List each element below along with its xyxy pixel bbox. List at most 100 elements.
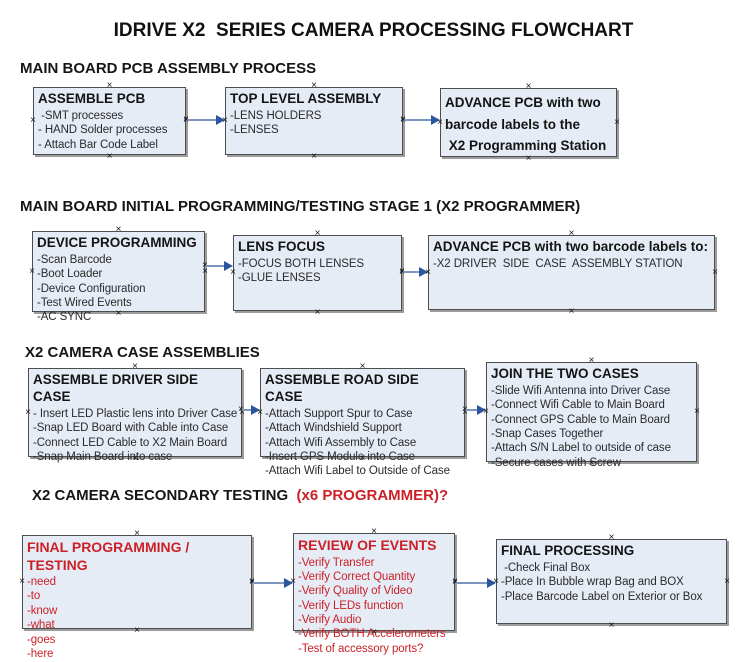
box-title: JOIN THE TWO CASES [491, 366, 639, 381]
connection-handle-icon [608, 534, 616, 542]
connection-handle-icon [310, 153, 318, 161]
box-items: - Insert LED Plastic lens into Driver Ca… [33, 407, 237, 465]
box-item: -Verify Audio [298, 614, 362, 626]
arrow-head-icon [216, 115, 225, 125]
box-item: - Insert LED Plastic lens into Driver Ca… [33, 407, 238, 420]
connection-handle-icon [28, 268, 36, 276]
box-item: -Attach Windshield Support [265, 422, 402, 435]
box-item: -Snap Cases Together [491, 428, 604, 440]
box-item: -Verify Transfer [298, 556, 375, 569]
box-item: -GLUE LENSES [238, 272, 321, 285]
box-item: -Attach S/N Label to outside of case [491, 442, 671, 455]
box-items: -LENS HOLDERS-LENSES [230, 109, 398, 138]
box-items: -X2 DRIVER SIDE CASE ASSEMBLY STATION [433, 257, 710, 271]
box-items: -SMT processes - HAND Solder processes- A… [38, 109, 181, 152]
box-item: -AC SYNC [37, 311, 92, 324]
flow-arrow [403, 267, 428, 277]
flow-box-assemble-pcb: ASSEMBLE PCB -SMT processes - HAND Solder… [33, 87, 186, 155]
arrow-head-icon [477, 405, 486, 415]
box-items: -FOCUS BOTH LENSES -GLUE LENSES [238, 257, 397, 286]
connection-handle-icon [18, 578, 26, 586]
box-title: TOP LEVEL ASSEMBLY [230, 91, 382, 106]
connection-handle-icon [693, 408, 701, 416]
arrow-line [466, 409, 480, 411]
box-items: -Scan Barcode -Boot Loader-Device Configu… [37, 253, 200, 325]
box-title: LENS FOCUS [238, 239, 326, 254]
arrow-head-icon [251, 405, 260, 415]
connection-handle-icon [133, 530, 141, 538]
flow-box-lens-focus: LENS FOCUS -FOCUS BOTH LENSES -GLUE LENSE… [233, 235, 402, 311]
arrow-head-icon [487, 578, 496, 588]
box-item: -Connect GPS Cable to Main Board [491, 413, 670, 426]
box-item: -Verify Correct Quantity [298, 570, 416, 583]
box-title: DEVICE PROGRAMMING [37, 235, 197, 250]
box-item: -need [27, 576, 56, 588]
page-title: IDRIVE X2 SERIES CAMERA PROCESSING FLOWC… [113, 20, 634, 41]
box-items: -Verify Transfer-Verify Correct Quantity… [298, 556, 450, 657]
box-title: REVIEW OF EVENTS [298, 537, 437, 553]
section-heading-pcb-assembly: MAIN BOARD PCB ASSEMBLY PROCESS [20, 60, 317, 77]
flow-box-assemble-driver-side-case: ASSEMBLE DRIVER SIDE CASE - Insert LED P… [28, 368, 242, 463]
connection-handle-icon [711, 269, 719, 277]
connection-handle-icon [314, 230, 322, 238]
box-item: -Verify LEDs function [298, 599, 404, 612]
section-heading-red-part: (x6 PROGRAMMER)? [292, 487, 449, 504]
flow-box-review-of-events: REVIEW OF EVENTS -Verify Transfer-Verify… [293, 533, 455, 655]
box-item: -Insert GPS Module into Case [265, 450, 415, 463]
box-item: -Test of accessory ports? [298, 642, 424, 655]
box-item: - HAND Solder processes [38, 124, 168, 137]
connection-handle-icon [613, 119, 621, 127]
flow-arrow [206, 261, 233, 271]
box-items: -Check Final Box -Place In Bubble wrap Ba… [501, 561, 722, 604]
box-item: -know [27, 604, 58, 617]
box-item: -Verify BOTH Accelerometers [298, 628, 446, 641]
connection-handle-icon [24, 409, 32, 417]
flow-arrow [187, 115, 225, 125]
connection-handle-icon [131, 363, 139, 371]
arrow-line [456, 582, 490, 584]
connection-handle-icon [608, 622, 616, 630]
box-item: -Test Wired Events [37, 297, 132, 309]
flow-box-device-programming: DEVICE PROGRAMMING -Scan Barcode -Boot Lo… [32, 231, 205, 323]
box-item: -here [27, 647, 54, 660]
flow-arrow [242, 405, 260, 415]
box-item: -Scan Barcode [37, 253, 112, 266]
box-title: FINAL PROCESSING [501, 543, 635, 558]
box-title: ASSEMBLE PCB [38, 91, 146, 106]
connection-handle-icon [310, 82, 318, 90]
box-item: -Device Configuration [37, 282, 146, 295]
box-item: -Boot Loader [37, 268, 103, 281]
arrow-line [253, 582, 287, 584]
section-heading-case-assemblies: X2 CAMERA CASE ASSEMBLIES [25, 344, 260, 361]
box-item: -LENS HOLDERS [230, 109, 322, 122]
box-items: -Slide Wifi Antenna into Driver Case-Con… [491, 384, 692, 470]
arrow-head-icon [284, 578, 293, 588]
arrow-line [404, 119, 434, 121]
arrow-line [206, 265, 227, 267]
box-item: -Place In Bubble wrap Bag and BOX [501, 576, 684, 589]
box-item: -Secure cases with Screw [491, 456, 621, 469]
flow-arrow [253, 578, 293, 588]
arrow-line [242, 409, 254, 411]
flow-arrow [456, 578, 496, 588]
box-items: -Attach Support Spur to Case-Attach Wind… [265, 407, 460, 479]
box-item: -FOCUS BOTH LENSES [238, 257, 364, 270]
box-title: ASSEMBLE ROAD SIDE CASE [265, 372, 423, 404]
box-item: -SMT processes [38, 109, 124, 122]
flow-box-final-processing: FINAL PROCESSING -Check Final Box -Place … [496, 539, 727, 624]
arrow-line [187, 119, 219, 121]
box-item: -X2 DRIVER SIDE CASE ASSEMBLY STATION [433, 257, 683, 270]
box-item: -Snap Main Board into case [33, 450, 173, 463]
box-item: -goes [27, 633, 56, 646]
arrow-head-icon [431, 115, 440, 125]
box-item: - Attach Bar Code Label [38, 138, 158, 151]
box-item: -Attach Wifi Assembly to Case [265, 436, 417, 449]
flow-box-top-level-assembly: TOP LEVEL ASSEMBLY -LENS HOLDERS-LENSES [225, 87, 403, 155]
box-title: FINAL PROGRAMMING / TESTING [27, 539, 194, 573]
box-item: -what [27, 619, 55, 632]
flow-arrow [466, 405, 486, 415]
flow-box-join-the-two-cases: JOIN THE TWO CASES -Slide Wifi Antenna i… [486, 362, 697, 469]
section-heading-initial-programming: MAIN BOARD INITIAL PROGRAMMING/TESTING S… [20, 198, 581, 215]
box-item: -Check Final Box [501, 561, 591, 574]
box-item: -Place Barcode Label on Exterior or Box [501, 590, 703, 603]
